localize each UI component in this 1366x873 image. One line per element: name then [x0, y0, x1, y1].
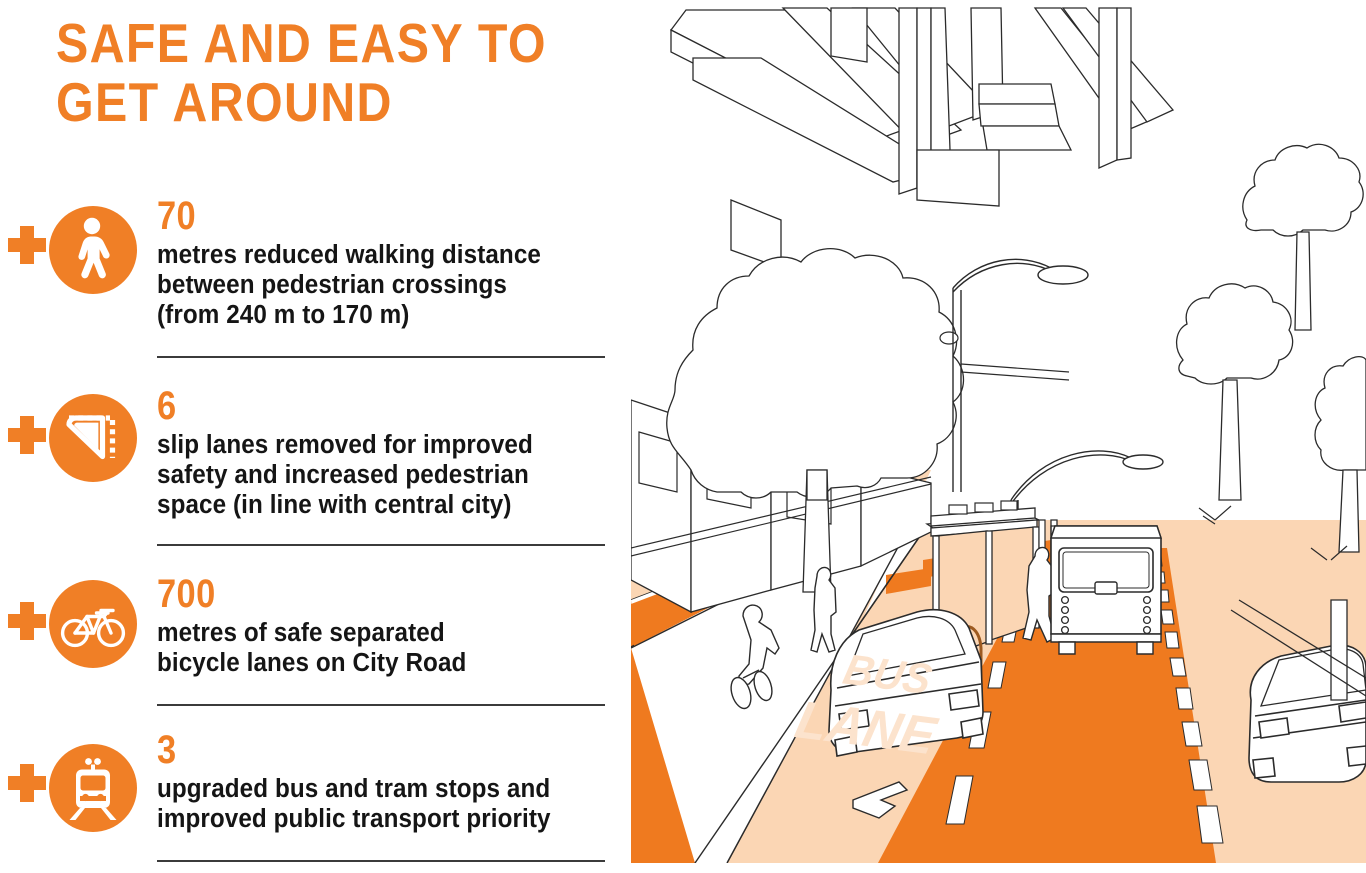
- overhead-building: [670, 7, 993, 195]
- plus-icon: [8, 764, 46, 802]
- plus-icon: [8, 602, 46, 640]
- parked-car-left: [828, 608, 984, 757]
- slip-lane-icon: [49, 394, 137, 482]
- stat-number: 70: [157, 194, 197, 238]
- parked-car-right: [1248, 644, 1366, 783]
- tree-branches-right: [1198, 505, 1348, 561]
- stat-description: upgraded bus and tram stops and improved…: [157, 775, 551, 833]
- street-tree-right-far: [1242, 143, 1364, 331]
- stat-description: slip lanes removed for improved safety a…: [157, 431, 533, 519]
- cyclist: [730, 604, 780, 710]
- stat-item-public-transport: 3 upgraded bus and tram stops and improv…: [0, 730, 630, 862]
- tram-icon: [49, 744, 137, 832]
- stat-body: 70 metres reduced walking distance betwe…: [157, 196, 630, 330]
- stat-number: 700: [157, 572, 216, 616]
- upper-signboard: [730, 7, 1000, 269]
- street-tree-right-near: [1176, 283, 1294, 501]
- page-title: Safe and easy to get around: [56, 12, 547, 133]
- street-tree-right-edge: [1314, 355, 1366, 553]
- bus-vehicle: [1050, 525, 1162, 655]
- bus-word: BUS: [839, 645, 936, 703]
- pole-right: [1330, 599, 1348, 701]
- road-arrow-marking: [852, 781, 909, 819]
- plus-icon: [8, 226, 46, 264]
- stat-description: metres reduced walking distance between …: [157, 241, 541, 329]
- stat-item-slip-lanes: 6 slip lanes removed for improved safety…: [0, 386, 630, 546]
- stat-description: metres of safe separated bicycle lanes o…: [157, 619, 467, 677]
- overhead-beams: [970, 7, 1175, 170]
- plus-icon: [8, 416, 46, 454]
- pedestrian-near-shelter: [1022, 546, 1056, 643]
- stats-column: Safe and easy to get around 70 metres re…: [0, 0, 630, 873]
- street-lamp-upper: [952, 258, 1089, 492]
- bicycle-icon: [49, 580, 137, 668]
- pedestrian-walking-icon: [49, 206, 137, 294]
- stat-divider: [157, 860, 605, 862]
- pedestrian-footpath: [810, 566, 837, 653]
- stat-number: 6: [157, 384, 177, 428]
- stat-number: 3: [157, 728, 177, 772]
- stat-item-bicycle-lanes: 700 metres of safe separated bicycle lan…: [0, 574, 630, 706]
- street-scene-illustration: BUS LANE: [631, 0, 1366, 863]
- overhead-wire: [960, 363, 1070, 381]
- stat-divider: [157, 544, 605, 546]
- lane-dashes: [1152, 555, 1224, 844]
- stat-body: 6 slip lanes removed for improved safety…: [157, 386, 630, 520]
- stat-divider: [157, 356, 605, 358]
- stat-item-walking-distance: 70 metres reduced walking distance betwe…: [0, 196, 630, 358]
- stat-divider: [157, 704, 605, 706]
- stat-body: 3 upgraded bus and tram stops and improv…: [157, 730, 630, 834]
- stat-body: 700 metres of safe separated bicycle lan…: [157, 574, 630, 678]
